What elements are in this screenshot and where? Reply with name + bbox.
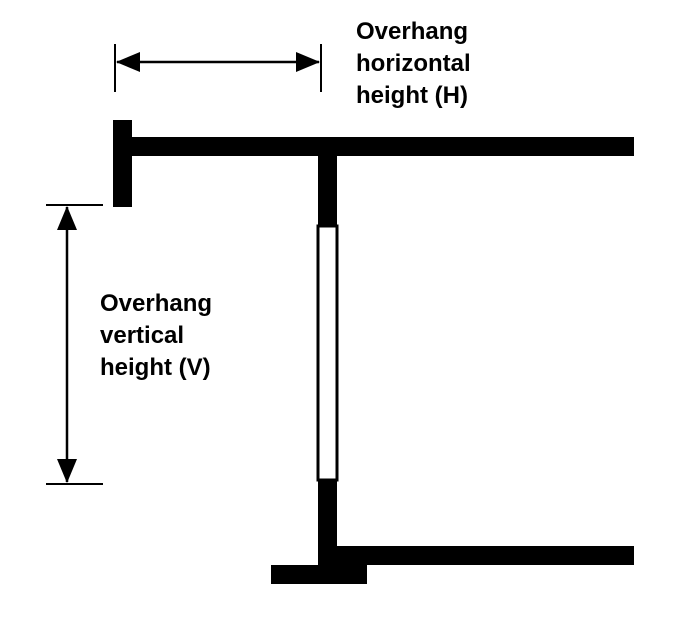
window-glass [316,224,339,482]
overhang-fascia [113,120,132,207]
overhang-vertical-height-label: Overhang vertical height (V) [100,288,212,384]
label-v-line3: height (V) [100,354,211,381]
label-v-line2: vertical [100,322,185,349]
floor-slab [318,546,634,565]
h-arrowhead-left [116,52,140,72]
v-arrowhead-top [57,206,77,230]
label-h-line1: Overhang [356,18,469,45]
v-arrowhead-bottom [57,459,77,483]
label-v-line1: Overhang [100,290,213,317]
h-arrowhead-right [296,52,320,72]
label-h-line2: horizontal [356,50,471,77]
wall-upper-segment [318,154,337,226]
foundation-footing [271,565,367,584]
overhang-horizontal-height-label: Overhang horizontal height (H) [356,16,471,112]
label-h-line3: height (H) [356,82,468,109]
wall-lower-segment [318,480,337,565]
roof-overhang-slab [113,137,634,156]
